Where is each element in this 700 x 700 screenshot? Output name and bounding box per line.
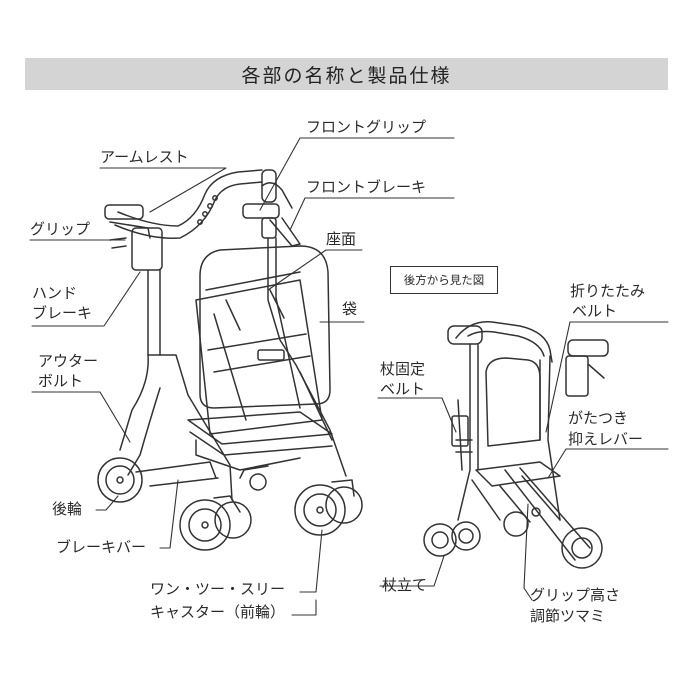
label-fold-belt-2: ベルト [572, 302, 618, 320]
label-rattle-lever-1: がたつき [568, 409, 629, 427]
label-caster-1: ワン・ツー・スリー [150, 580, 286, 598]
label-outer-bolt-2: ボルト [38, 372, 84, 390]
label-caster-2: キャスター（前輪） [150, 603, 286, 621]
label-hand-brake-2: ブレーキ [32, 304, 93, 322]
rear-walker-drawing [423, 321, 609, 569]
rear-view-note: 後方から見た図 [390, 266, 498, 294]
front-walker-drawing [97, 169, 363, 551]
label-fold-belt-1: 折りたたみ [570, 282, 646, 300]
label-brake-bar: ブレーキバー [56, 538, 147, 556]
label-hand-brake-1: ハンド [32, 284, 78, 302]
label-rear-wheel: 後輪 [52, 500, 83, 518]
label-seat: 座面 [326, 230, 357, 248]
label-cane-belt-1: 杖固定 [380, 360, 426, 378]
label-rattle-lever-2: 抑えレバー [568, 430, 644, 448]
label-grip: グリップ [30, 220, 91, 238]
label-front-brake: フロントブレーキ [306, 178, 427, 196]
label-outer-bolt-1: アウター [38, 352, 99, 370]
leader-lines [29, 137, 669, 616]
label-grip-height-1: グリップ高さ [530, 586, 621, 604]
label-cane-stand: 杖立て [382, 576, 428, 594]
label-front-grip: フロントグリップ [306, 118, 427, 136]
page-title: 各部の名称と製品仕様 [25, 58, 668, 90]
label-bag: 袋 [342, 300, 358, 318]
label-grip-height-2: 調節ツマミ [530, 607, 606, 625]
label-cane-belt-2: ベルト [380, 380, 426, 398]
label-armrest: アームレスト [100, 148, 189, 166]
